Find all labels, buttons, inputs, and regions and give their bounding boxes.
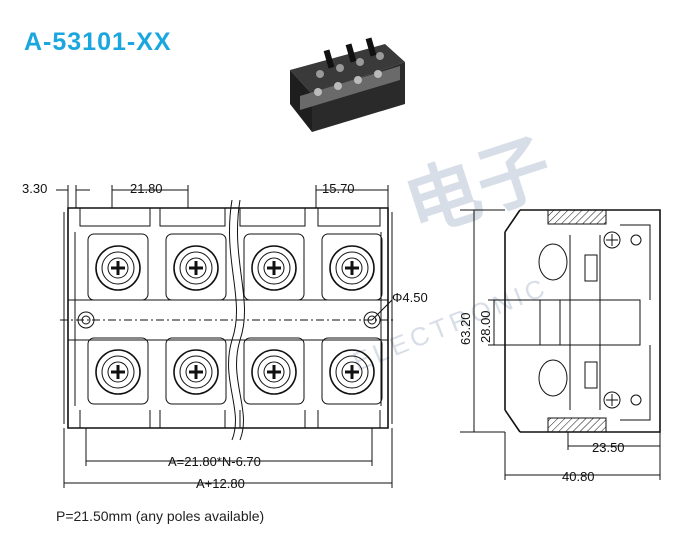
terminal-cell bbox=[87, 233, 149, 301]
screw-ring bbox=[341, 257, 363, 279]
screw-ring bbox=[107, 361, 129, 383]
screw-cross-icon bbox=[111, 365, 125, 379]
product-image bbox=[290, 37, 405, 132]
dim-inner: 28.00 bbox=[478, 310, 493, 343]
terminal-cell bbox=[165, 233, 227, 301]
dim-A: A=21.80*N-6.70 bbox=[168, 454, 261, 469]
screw-cross-icon bbox=[189, 365, 203, 379]
screw-cross-icon bbox=[267, 365, 281, 379]
screw-cross-icon bbox=[111, 261, 125, 275]
terminal-cell bbox=[321, 233, 383, 301]
dim-base: 23.50 bbox=[592, 440, 625, 455]
screw-ring bbox=[251, 349, 297, 395]
screw-ring bbox=[251, 245, 297, 291]
screw-ring bbox=[173, 245, 219, 291]
screw-ring bbox=[329, 349, 375, 395]
screw-ring bbox=[263, 361, 285, 383]
terminal-cell bbox=[165, 337, 227, 405]
screw-ring bbox=[335, 355, 369, 389]
product-title: A-53101-XX bbox=[24, 28, 172, 56]
screw-cross-icon bbox=[345, 365, 359, 379]
screw-ring bbox=[101, 251, 135, 285]
screw-ring bbox=[263, 257, 285, 279]
dim-pitch: 21.80 bbox=[130, 181, 163, 196]
screw-ring bbox=[173, 349, 219, 395]
screw-cross-icon bbox=[345, 261, 359, 275]
screw-ring bbox=[179, 251, 213, 285]
footnote: P=21.50mm (any poles available) bbox=[56, 508, 265, 524]
screw-ring bbox=[335, 251, 369, 285]
dim-hole: Φ4.50 bbox=[392, 290, 428, 305]
screw-ring bbox=[257, 355, 291, 389]
terminal-cell bbox=[321, 337, 383, 405]
dim-right: 15.70 bbox=[322, 181, 355, 196]
screw-ring bbox=[329, 245, 375, 291]
screw-ring bbox=[341, 361, 363, 383]
screw-ring bbox=[185, 361, 207, 383]
screw-cross-icon bbox=[189, 261, 203, 275]
terminal-cell bbox=[87, 337, 149, 405]
screw-ring bbox=[185, 257, 207, 279]
dim-total: A+12.80 bbox=[196, 476, 245, 491]
dim-width: 40.80 bbox=[562, 469, 595, 484]
dim-left-margin: 3.30 bbox=[22, 181, 47, 196]
screw-ring bbox=[257, 251, 291, 285]
screw-ring bbox=[101, 355, 135, 389]
screw-ring bbox=[179, 355, 213, 389]
screw-ring bbox=[95, 245, 141, 291]
terminal-cell bbox=[243, 337, 305, 405]
screw-cross-icon bbox=[267, 261, 281, 275]
screw-ring bbox=[107, 257, 129, 279]
dim-height: 63.20 bbox=[458, 312, 473, 345]
terminal-cell bbox=[243, 233, 305, 301]
screw-ring bbox=[95, 349, 141, 395]
